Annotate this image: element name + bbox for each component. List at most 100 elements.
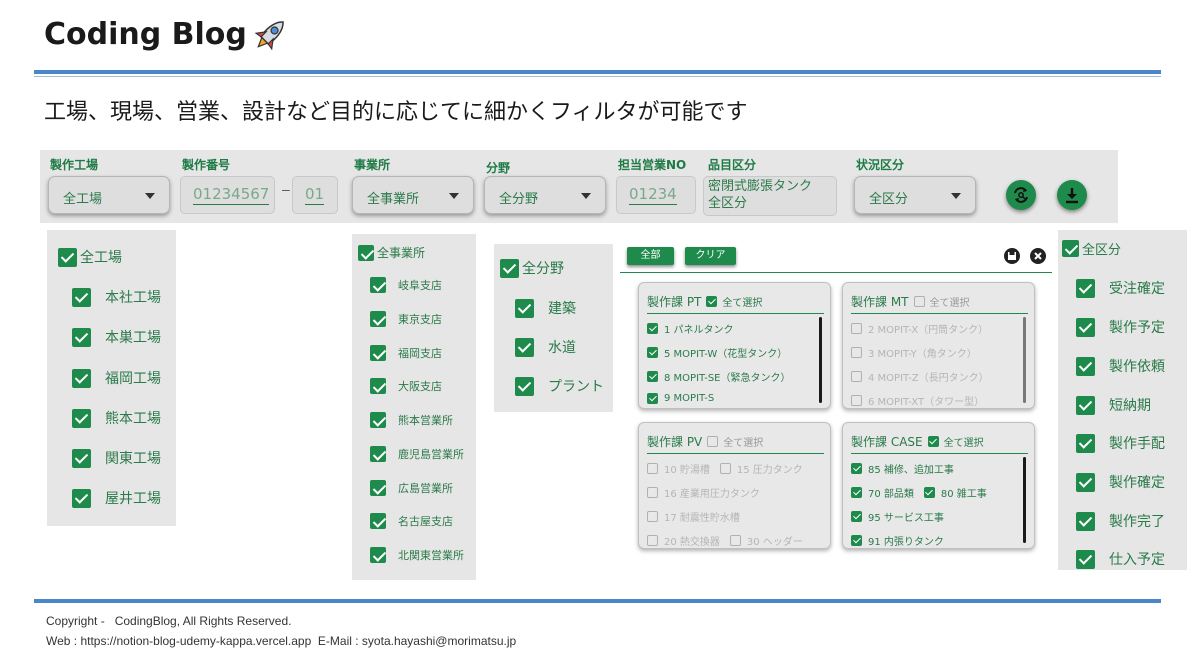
office-option[interactable]: 大阪支店 [370,378,442,394]
status-option[interactable]: 製作確定 [1076,472,1165,492]
group-item[interactable]: 10 貯湯槽 15 圧力タンク [647,461,803,476]
prod-no-dash: – [282,181,290,197]
office-option-all[interactable]: 全事業所 [358,244,425,261]
group-item[interactable]: 2 MOPIT-X（円筒タンク） [851,321,988,336]
status-option[interactable]: 製作依頼 [1076,356,1165,376]
group-item[interactable]: 70 部品類 80 雑工事 [851,485,987,500]
status-option[interactable]: 製作手配 [1076,433,1165,453]
office-option[interactable]: 福岡支店 [370,345,442,361]
factory-option[interactable]: 関東工場 [72,448,161,468]
group-item[interactable]: 9 MOPIT-S [647,393,714,404]
refresh-search-button[interactable] [1006,180,1036,210]
field-option-all[interactable]: 全分野 [500,258,564,278]
checkbox-unchecked-icon[interactable] [913,296,925,307]
factory-select[interactable]: 全工場 [48,176,170,214]
checkbox-checked-icon [72,488,91,508]
prod-no-suffix-input[interactable]: 01 [292,176,338,214]
factory-option[interactable]: 福岡工場 [72,368,161,388]
office-option[interactable]: 東京支店 [370,311,442,327]
group-item[interactable]: 1 パネルタンク [647,321,734,336]
field-option[interactable]: 建築 [515,298,576,318]
group-title: 製作課 PT [647,295,702,309]
scrollbar[interactable] [819,317,822,403]
close-button[interactable] [1030,248,1046,264]
prod-no-input[interactable]: 01234567 [180,176,275,214]
office-option-label: 岐阜支店 [398,279,442,292]
field-select-value: 全分野 [499,192,539,207]
group-case-header[interactable]: 製作課 CASE 全て選択 [851,433,984,450]
office-option-label: 広島営業所 [398,482,453,495]
status-option[interactable]: 短納期 [1076,395,1151,415]
office-option[interactable]: 鹿児島営業所 [370,446,464,462]
checkbox-checked-icon [851,511,862,522]
group-item-label: 20 熱交換器 [664,537,720,548]
group-pt-header[interactable]: 製作課 PT 全て選択 [647,293,762,310]
checkbox-checked-icon[interactable] [927,436,939,447]
group-item[interactable]: 6 MOPIT-XT（タワー型） [851,393,984,408]
office-select[interactable]: 全事業所 [352,176,474,214]
status-select[interactable]: 全区分 [854,176,976,214]
factory-option[interactable]: 熊本工場 [72,408,161,428]
checkbox-checked-icon [1076,278,1095,298]
group-item[interactable]: 4 MOPIT-Z（長円タンク） [851,369,989,384]
scrollbar[interactable] [1023,457,1026,543]
checkbox-checked-icon [647,347,658,358]
status-option-label: 仕入予定 [1109,552,1165,568]
download-button[interactable] [1057,180,1087,210]
checkbox-unchecked-icon[interactable] [707,436,719,447]
status-option[interactable]: 受注確定 [1076,278,1165,298]
scrollbar[interactable] [1023,317,1026,403]
rocket-icon [254,21,284,51]
status-select-value: 全区分 [869,192,909,207]
status-option-all[interactable]: 全区分 [1062,239,1121,258]
group-item[interactable]: 3 MOPIT-Y（角タンク） [851,345,977,360]
group-item[interactable]: 20 熱交換器 30 ヘッダー [647,533,803,548]
office-option[interactable]: 岐阜支店 [370,277,442,293]
status-option-label: 製作確定 [1109,475,1165,491]
factory-option-all[interactable]: 全工場 [58,247,122,267]
sales-value: 01234 [629,185,677,205]
group-divider [851,453,1028,454]
sales-input[interactable]: 01234 [616,176,696,214]
status-option-label: 短納期 [1109,398,1151,414]
office-select-value: 全事業所 [367,192,420,207]
group-item[interactable]: 16 産業用圧力タンク [647,485,760,500]
status-option[interactable]: 製作予定 [1076,317,1165,337]
group-item[interactable]: 5 MOPIT-W（花型タンク） [647,345,787,360]
factory-option[interactable]: 本社工場 [72,287,161,307]
clear-button[interactable]: クリア [685,247,736,265]
field-option[interactable]: プラント [515,376,604,396]
item-select[interactable]: 密閉式膨張タンク 全区分 [703,176,837,216]
group-pv-header[interactable]: 製作課 PV 全て選択 [647,433,763,450]
checkbox-checked-icon[interactable] [706,296,718,307]
factory-option[interactable]: 本巣工場 [72,327,161,347]
status-option[interactable]: 仕入予定 [1076,549,1165,569]
checkbox-checked-icon [370,311,386,327]
group-item[interactable]: 95 サービス工事 [851,509,944,524]
group-item[interactable]: 91 内張りタンク [851,533,944,548]
field-option-label: 水道 [548,340,576,356]
checkbox-unchecked-icon [647,487,658,498]
office-option[interactable]: 北関東営業所 [370,547,464,563]
select-all-label: 全て選択 [929,298,970,309]
group-item[interactable]: 17 耐震性貯水槽 [647,509,740,524]
select-all-button[interactable]: 全部 [627,247,674,265]
office-option-label: 大阪支店 [398,380,442,393]
office-option[interactable]: 広島営業所 [370,480,453,496]
field-option[interactable]: 水道 [515,337,576,357]
group-title: 製作課 PV [647,435,703,449]
checkbox-checked-icon [851,535,862,546]
factory-option[interactable]: 屋井工場 [72,488,161,508]
office-option-label: 名古屋支店 [398,515,453,528]
status-option[interactable]: 製作完了 [1076,511,1165,531]
field-select[interactable]: 全分野 [484,176,606,214]
group-item-label: 6 MOPIT-XT（タワー型） [868,397,985,408]
office-option[interactable]: 名古屋支店 [370,513,453,529]
group-mt-header[interactable]: 製作課 MT 全て選択 [851,293,970,310]
group-item[interactable]: 85 補修、追加工事 [851,461,954,476]
group-item-label: 2 MOPIT-X（円筒タンク） [868,325,989,336]
group-item[interactable]: 8 MOPIT-SE（緊急タンク） [647,369,790,384]
office-option[interactable]: 熊本営業所 [370,412,453,428]
save-button[interactable] [1004,248,1020,264]
checkbox-checked-icon [58,247,77,267]
